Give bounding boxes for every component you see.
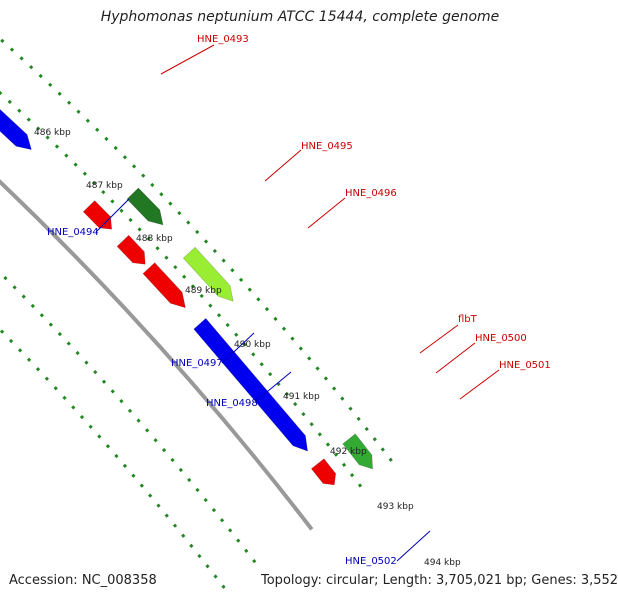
gene-feature-17 [142,262,186,309]
gene-feature-15 [126,187,164,226]
label-leader-line [255,371,292,402]
accession-text: Accession: NC_008358 [9,573,157,588]
tick-labels: 486 kbp 487 kbp 488 kbp 489 kbp 490 kbp 491 k… [34,128,461,568]
tick-label: 491 kbp [283,392,320,402]
tick-label: 486 kbp [34,128,71,138]
label-leader-line [419,324,459,354]
gene-label: HNE_0501 [499,360,551,371]
tick-label: 488 kbp [136,234,173,244]
gene-feature-20 [310,458,337,486]
gene-label: HNE_0494 [47,227,99,238]
gene-label: HNE_0498 [206,398,258,409]
gene-label: HNE_0497 [171,358,223,369]
gene-feature-16 [116,234,146,265]
tick-label: 492 kbp [330,447,367,457]
gene-label: HNE_0500 [475,333,527,344]
tick-label: 489 kbp [185,286,222,296]
label-leader-line [264,149,302,182]
gene-feature-19 [193,317,308,452]
tick-label: 487 kbp [86,181,123,191]
guide-arcs [0,36,397,595]
label-leader-line [221,332,255,364]
tick-label: 490 kbp [234,340,271,350]
genome-map-svg[interactable]: 486 kbp 487 kbp 488 kbp 489 kbp 490 kbp 491 k… [0,0,600,600]
gene-label: flbT [458,314,478,325]
gene-feature-14 [82,200,113,230]
label-leader-line [95,198,130,233]
label-leader-line [459,369,500,400]
label-leader-line [307,197,346,229]
gene-feature-18 [182,246,234,302]
tick-label: 494 kbp [424,558,461,568]
genome-summary: Topology: circular; Length: 3,705,021 bp… [261,573,618,588]
gene-label: HNE_0495 [301,141,353,152]
gene-label: HNE_0502 [345,556,397,567]
gene-label: HNE_0496 [345,188,397,199]
label-leader-line [396,530,431,562]
gene-features [0,108,373,486]
gene-label: HNE_0493 [197,34,249,45]
genome-backbone [0,179,314,531]
label-leader-line [160,44,215,75]
label-leader-line [435,342,476,374]
tick-label: 493 kbp [377,502,414,512]
map-title: Hyphomonas neptunium ATCC 15444, complet… [100,9,500,25]
gene-feature-13 [0,108,32,151]
guide-arc-2 [0,270,262,570]
guide-arc-3 [0,90,365,491]
gene-feature-21 [342,433,373,470]
